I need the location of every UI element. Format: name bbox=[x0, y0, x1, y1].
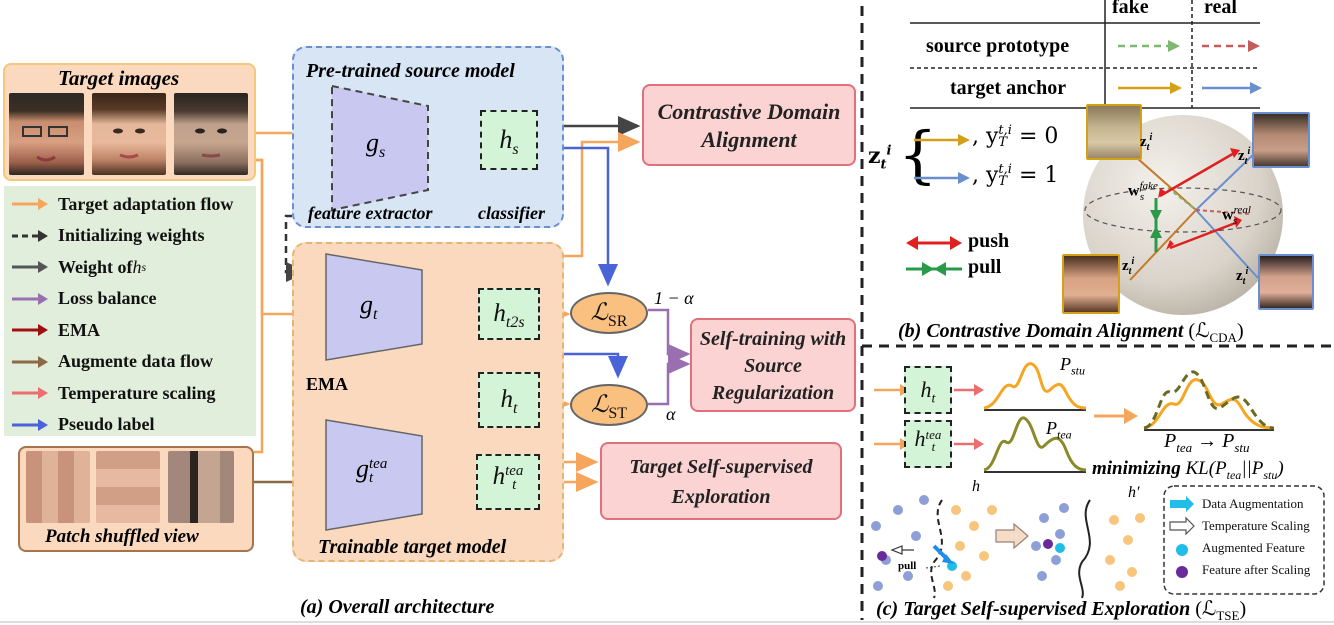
face-image-1 bbox=[9, 93, 84, 175]
contrastive-domain-alignment-box: Contrastive Domain Alignment bbox=[642, 84, 856, 166]
legend-arrow-icon bbox=[12, 229, 48, 242]
col-real: real bbox=[1204, 0, 1237, 18]
self-training-box: Self-training with Source Regularization bbox=[690, 318, 856, 412]
tse-legend-item: Feature after Scaling bbox=[1202, 562, 1311, 577]
classifier-label: classifier bbox=[478, 203, 545, 223]
legend-label: Loss balance bbox=[58, 288, 157, 308]
hypersphere bbox=[1083, 115, 1283, 315]
legend-item: Pseudo label bbox=[10, 414, 155, 436]
push-label: push bbox=[968, 230, 1010, 252]
trainable-title: Trainable target model bbox=[318, 536, 507, 558]
patch-image-2 bbox=[96, 451, 160, 523]
panel-b-table-lines bbox=[910, 0, 1262, 109]
legend-arrow-icon bbox=[12, 387, 48, 399]
h-prime-scatter-label: h′ bbox=[1128, 484, 1140, 501]
g-tea-trapezoid bbox=[325, 419, 423, 531]
caption-c: (c) Target Self-supervised Exploration (… bbox=[876, 598, 1247, 623]
g-s-label: gs bbox=[366, 128, 386, 162]
legend-label: Target adaptation flow bbox=[58, 193, 234, 214]
patch-image-1 bbox=[26, 451, 90, 523]
legend-arrow-icon bbox=[12, 355, 48, 368]
h-scatter-label: h bbox=[972, 478, 980, 495]
legend-label: Pseudo label bbox=[58, 414, 155, 434]
alpha-label: α bbox=[666, 404, 676, 424]
w-real-label: wreals bbox=[1222, 204, 1251, 227]
face-image-3 bbox=[174, 93, 248, 175]
kl-label: minimizing KL(Ptea||Pstu) bbox=[1092, 458, 1284, 482]
p-stu-label: Pstu bbox=[1060, 354, 1086, 378]
legend-arrow-icon bbox=[12, 198, 48, 210]
panel-c-graphics bbox=[871, 362, 1325, 599]
row-target-anchor: target anchor bbox=[950, 77, 1067, 99]
pull-arrow-icon bbox=[906, 262, 962, 276]
z-label-real-top: zti bbox=[1238, 146, 1251, 167]
loss-sr: ℒSR bbox=[570, 292, 648, 334]
legend-item: Augmente data flow bbox=[10, 351, 213, 373]
h-s-head: hs bbox=[480, 110, 538, 170]
z-t-i-label: zti bbox=[868, 143, 892, 173]
legend-panel bbox=[4, 186, 256, 436]
target-images-title: Target images bbox=[58, 66, 180, 90]
target-self-supervised-exploration-box: Target Self-supervised Exploration bbox=[600, 442, 842, 520]
loss-st: ℒST bbox=[570, 384, 648, 426]
g-t-trapezoid bbox=[325, 253, 423, 361]
sphere-face-fake-bottom bbox=[1062, 254, 1120, 314]
tse-legend-item: Temperature Scaling bbox=[1202, 518, 1310, 533]
h-t-head: ht bbox=[478, 372, 540, 428]
push-arrow-icon bbox=[906, 236, 962, 250]
legend-math: h bbox=[132, 256, 142, 277]
sphere-face-real-bottom bbox=[1258, 254, 1314, 310]
legend-arrow-icon bbox=[12, 324, 48, 336]
equation-arrows bbox=[914, 134, 970, 184]
sphere-face-fake-top bbox=[1086, 104, 1142, 160]
tse-legend-item: Augmented Feature bbox=[1202, 540, 1305, 555]
legend-item: Initializing weights bbox=[10, 225, 205, 247]
patch-shuffled-title: Patch shuffled view bbox=[45, 526, 199, 547]
legend-arrow-icon bbox=[12, 292, 48, 305]
h-t2s-head: ht2s bbox=[478, 288, 540, 340]
pull-label: pull bbox=[968, 256, 1002, 278]
z-label-fake-bottom: zti bbox=[1122, 256, 1135, 277]
patch-image-3 bbox=[168, 451, 234, 523]
p-tea-label: Ptea bbox=[1046, 418, 1072, 442]
caption-b: (b) Contrastive Domain Alignment (ℒCDA) bbox=[898, 320, 1244, 345]
legend-label: Augmente data flow bbox=[58, 351, 213, 371]
legend-item: Target adaptation flow bbox=[10, 193, 233, 215]
legend-arrow-icon bbox=[12, 418, 48, 431]
mapping-label: Ptea → Pstu bbox=[1164, 430, 1250, 455]
col-fake: fake bbox=[1112, 0, 1149, 18]
tse-h-t-head: ht bbox=[904, 366, 952, 414]
w-fake-label: wfakes bbox=[1128, 180, 1158, 203]
caption-a: (a) Overall architecture bbox=[300, 596, 495, 618]
pretrained-title: Pre-trained source model bbox=[306, 60, 515, 82]
z-label-real-bottom: zti bbox=[1236, 266, 1249, 287]
legend-math-sub: s bbox=[141, 259, 147, 274]
sphere-face-real-top bbox=[1252, 112, 1310, 168]
g-t-label: gt bbox=[360, 290, 378, 324]
ema-label: EMA bbox=[306, 374, 348, 394]
legend-item: Temperature scaling bbox=[10, 382, 216, 404]
legend-label: Temperature scaling bbox=[58, 382, 216, 403]
face-image-2 bbox=[92, 93, 166, 175]
legend-label: Initializing weights bbox=[58, 225, 205, 245]
one-minus-alpha: 1 − α bbox=[654, 288, 694, 308]
legend-arrow-icon bbox=[12, 261, 48, 273]
row-source-prototype: source prototype bbox=[926, 35, 1070, 57]
feature-extractor-label: feature extractor bbox=[308, 203, 433, 223]
legend-label: EMA bbox=[58, 319, 100, 340]
tse-legend-item: Data Augmentation bbox=[1202, 496, 1304, 511]
legend-item: EMA bbox=[10, 319, 100, 341]
pull-small-label: pull bbox=[898, 560, 917, 572]
legend-label: Weight of bbox=[58, 256, 133, 277]
g-s-trapezoid bbox=[331, 84, 429, 212]
legend-item: Loss balance bbox=[10, 288, 157, 310]
z-label-fake-top: zti bbox=[1140, 132, 1153, 153]
